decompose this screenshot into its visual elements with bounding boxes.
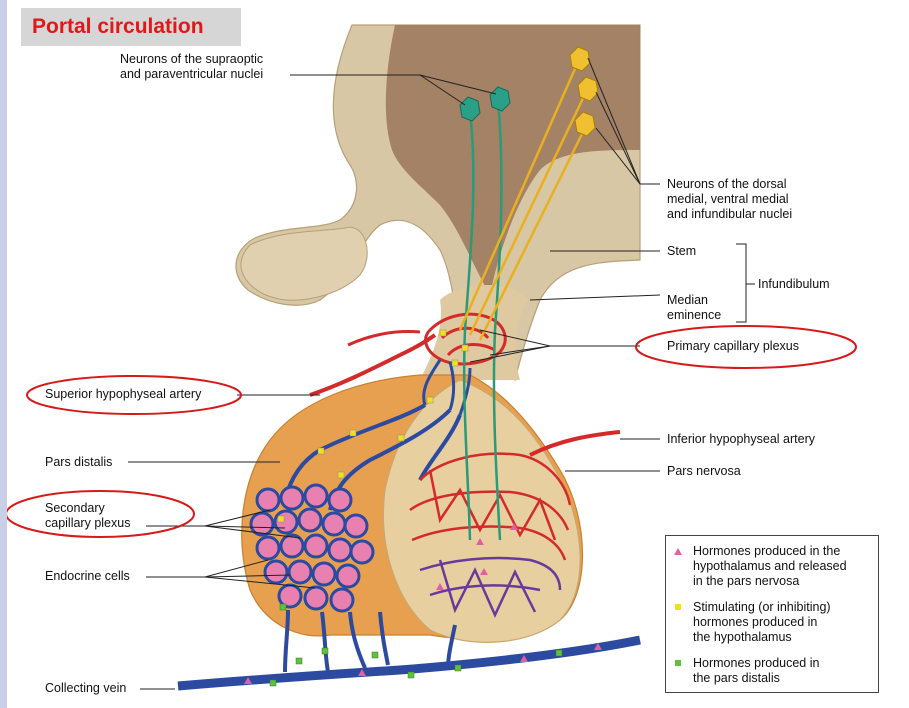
yellow-tract (458, 61, 588, 341)
label-endocrine-cells: Endocrine cells (45, 569, 130, 583)
label-collecting-vein: Collecting vein (45, 681, 127, 695)
label-primary-capillary-plexus: Primary capillary plexus (667, 339, 799, 353)
green-tract (462, 99, 503, 541)
artery-branch (347, 330, 421, 347)
pars-nervosa (382, 379, 581, 643)
legend-text: Stimulating (or inhibiting) hormones pro… (693, 600, 831, 644)
legend-text: Hormones produced in the hypothalamus an… (693, 544, 847, 588)
label-neurons-supraoptic: Neurons of the supraoptic and paraventri… (120, 52, 264, 81)
superior-hypophyseal-artery-vessel (309, 333, 437, 397)
pink-hormone-markers (244, 523, 602, 684)
legend-box: Hormones produced in the hypothalamus an… (665, 535, 879, 693)
nervosa-venules (419, 556, 562, 619)
supraoptic-neurons (459, 86, 511, 122)
nervosa-capillaries (409, 452, 572, 561)
slide-edge (0, 0, 7, 708)
pink-triangle-icon (674, 548, 682, 555)
highlight-ellipses (5, 325, 857, 538)
inferior-hypophyseal-artery-vessel (529, 430, 621, 457)
yellow-square-icon (675, 604, 681, 610)
green-square-icon (675, 660, 681, 666)
label-pars-distalis: Pars distalis (45, 455, 113, 469)
label-median-eminence: Median eminence (667, 293, 722, 322)
label-neurons-dorsal: Neurons of the dorsal medial, ventral me… (667, 177, 793, 221)
yellow-hormone-markers (277, 329, 469, 523)
dorsal-neurons (569, 46, 599, 137)
brain-lower-lobe (240, 226, 368, 301)
label-infundibulum: Infundibulum (758, 277, 830, 291)
third-ventricle (385, 25, 640, 295)
label-pars-nervosa: Pars nervosa (667, 464, 741, 478)
primary-plexus-venous (422, 359, 472, 416)
slide-title: Portal circulation (21, 8, 241, 46)
label-stem: Stem (667, 244, 697, 258)
secondary-plexus (249, 483, 375, 613)
legend-text: Hormones produced in the pars distalis (693, 656, 820, 685)
label-superior-hypophyseal-artery: Superior hypophyseal artery (45, 387, 202, 401)
label-secondary-capillary-plexus: Secondary capillary plexus (45, 501, 131, 530)
leader-lines (128, 57, 755, 690)
green-hormone-markers (269, 603, 563, 687)
label-inferior-hypophyseal-artery: Inferior hypophyseal artery (667, 432, 815, 446)
drain-veins (283, 609, 457, 673)
